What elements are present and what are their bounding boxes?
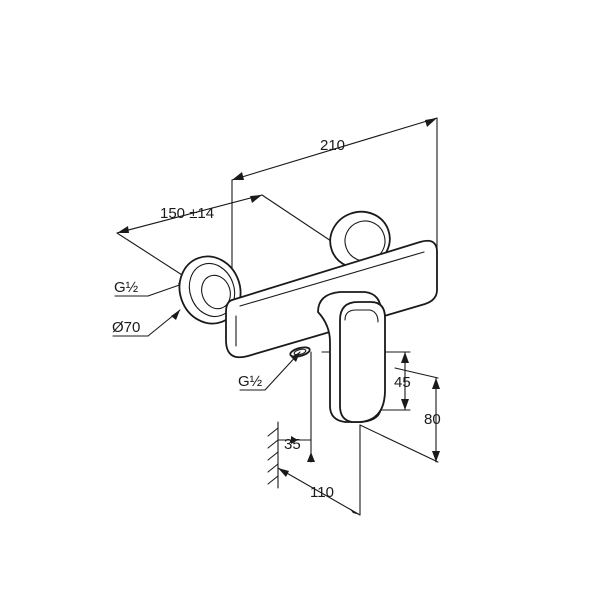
lever-handle bbox=[317, 291, 386, 423]
wall-hatch bbox=[267, 421, 279, 489]
outlet-spout bbox=[289, 346, 311, 358]
outlet-height-label: 45 bbox=[394, 374, 411, 391]
escutcheon-diameter-label: Ø70 bbox=[112, 319, 140, 336]
overall-width-label: 210 bbox=[320, 137, 345, 154]
wall-spacing-label: 150 ±14 bbox=[160, 205, 214, 222]
lever-height-label: 80 bbox=[424, 411, 441, 428]
inlet-thread-label: G½ bbox=[114, 279, 139, 296]
outlet-offset-label: 35 bbox=[284, 436, 301, 453]
outlet-thread-label: G½ bbox=[238, 373, 263, 390]
left-escutcheon bbox=[178, 255, 242, 325]
projection-label: 110 bbox=[310, 484, 334, 501]
